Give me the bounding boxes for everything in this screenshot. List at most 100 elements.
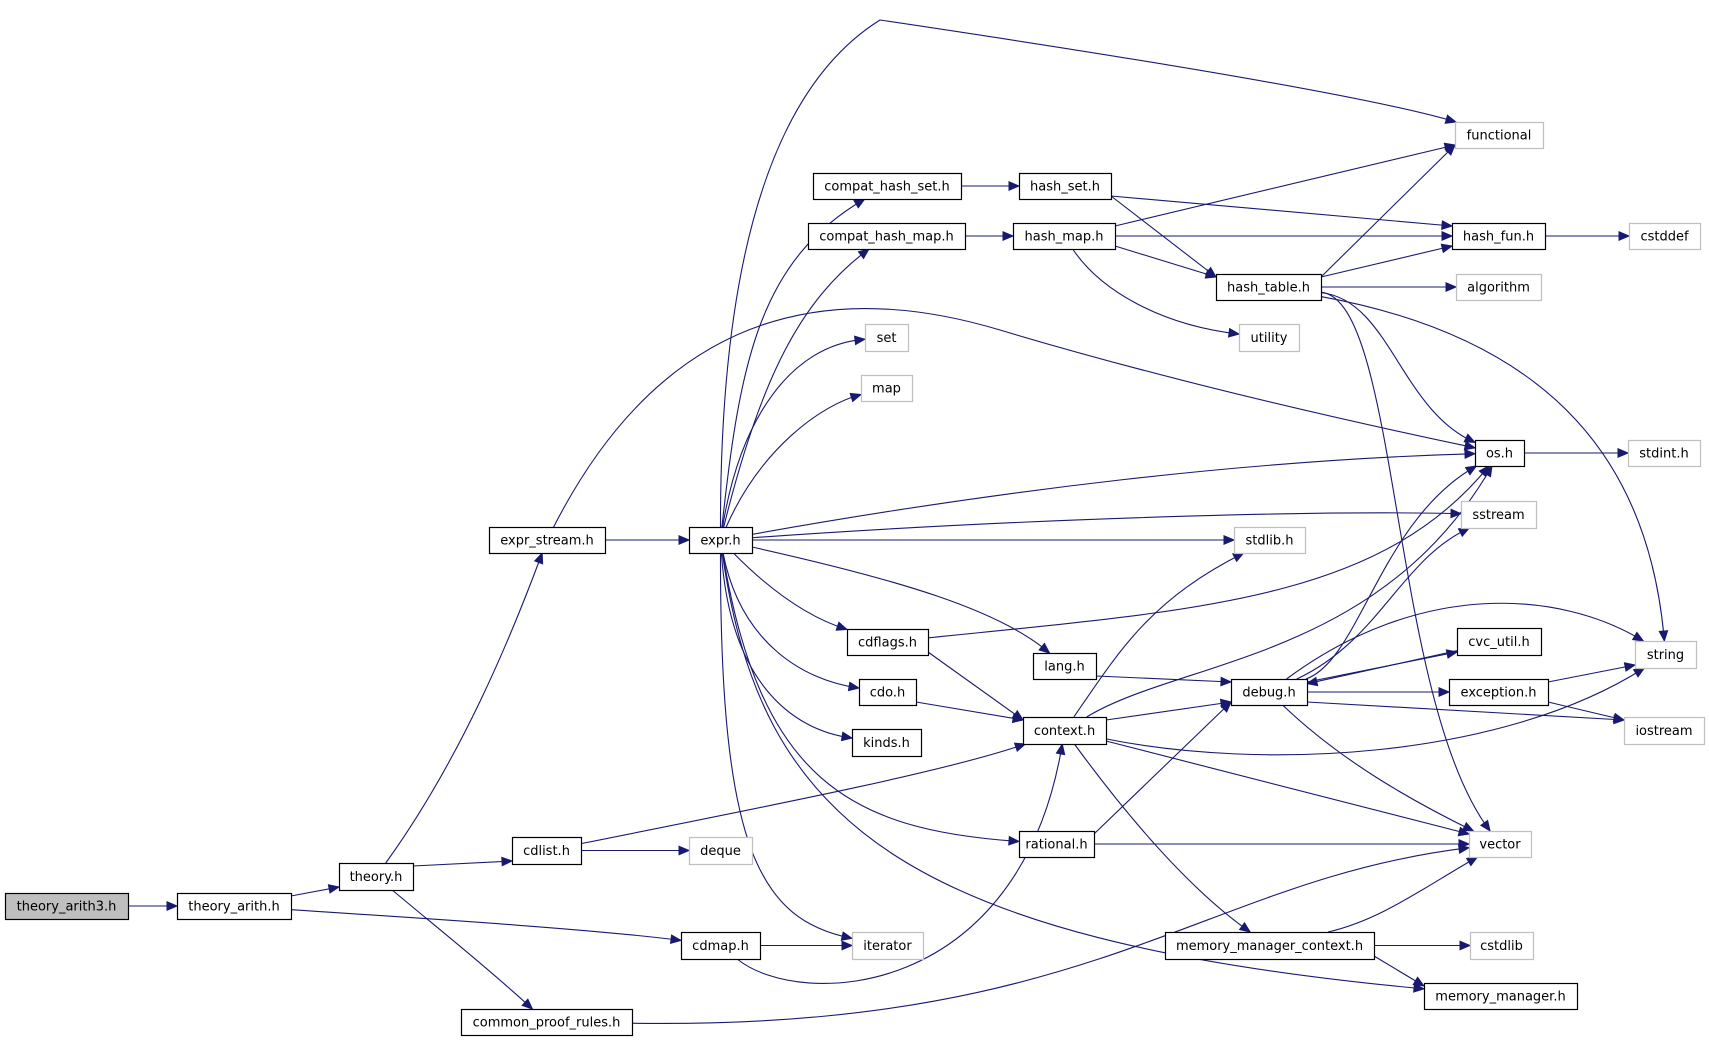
edge-hash-map-to-functional	[1114, 142, 1457, 227]
arrowhead-icon	[1204, 269, 1218, 279]
arrowhead-icon	[857, 248, 870, 260]
node-box	[1455, 273, 1543, 302]
node-box	[176, 892, 293, 921]
node-cvc-util[interactable]: cvc_util.h	[1456, 627, 1543, 657]
node-kinds[interactable]: kinds.h	[851, 728, 923, 758]
node-label: functional	[1467, 129, 1532, 144]
node-exception[interactable]: exception.h	[1448, 678, 1550, 707]
edge-line	[722, 338, 866, 528]
node-label: expr.h	[700, 534, 740, 549]
node-box	[1628, 222, 1702, 251]
node-box	[807, 222, 967, 251]
node-compat-hash-set[interactable]: compat_hash_set.h	[812, 172, 963, 201]
edge-expr-to-cdo	[722, 552, 861, 692]
node-cdlist[interactable]: cdlist.h	[511, 836, 583, 866]
node-box	[1469, 931, 1535, 961]
edge-expr-to-stdlib	[752, 535, 1236, 545]
node-box	[864, 323, 910, 353]
arrowhead-icon	[1457, 527, 1471, 538]
arrowhead-icon	[1238, 921, 1252, 933]
edge-hash-map-to-utility	[1072, 248, 1241, 338]
node-map: map	[860, 374, 914, 403]
node-box	[1230, 678, 1309, 707]
edge-cdlist-to-context	[580, 742, 1027, 845]
edge-expr-to-lang	[751, 546, 1051, 654]
arrowhead-icon	[678, 845, 691, 856]
edge-theory-arith-to-cdmap	[290, 909, 683, 945]
arrowhead-icon	[1038, 642, 1051, 654]
arrowhead-icon	[1612, 712, 1626, 723]
arrowhead-icon	[166, 901, 179, 911]
arrowhead-icon	[1465, 856, 1479, 867]
edge-os-to-stdint	[1524, 448, 1630, 458]
node-debug[interactable]: debug.h	[1230, 678, 1309, 707]
arrowhead-icon	[1441, 231, 1454, 241]
node-theory-arith[interactable]: theory_arith.h	[176, 892, 293, 921]
node-label: exception.h	[1461, 686, 1537, 701]
node-cdflags[interactable]: cdflags.h	[846, 628, 930, 657]
node-memory-manager-context[interactable]: memory_manager_context.h	[1164, 931, 1376, 961]
edge-line	[1086, 465, 1493, 718]
node-rational[interactable]: rational.h	[1018, 830, 1096, 859]
edge-cdmap-to-iterator	[760, 940, 854, 951]
edge-line	[1320, 144, 1456, 278]
edge-expr-to-os	[751, 449, 1477, 535]
edge-line	[1073, 743, 1251, 933]
edges-layer	[128, 19, 1669, 1024]
arrowhead-icon	[1632, 667, 1646, 678]
arrowhead-icon	[1440, 243, 1454, 254]
edge-memory-manager-context-to-vector	[1327, 856, 1479, 933]
arrowhead-icon	[1227, 327, 1241, 338]
node-box	[1018, 172, 1113, 201]
node-theory-arith3[interactable]: theory_arith3.h	[4, 892, 130, 921]
node-common-proof-rules[interactable]: common_proof_rules.h	[460, 1008, 634, 1037]
node-hash-fun[interactable]: hash_fun.h	[1451, 222, 1547, 251]
arrowhead-icon	[1220, 676, 1233, 687]
edge-hash-set-to-hash-fun	[1110, 195, 1454, 231]
node-box	[1460, 500, 1538, 530]
edge-line	[1114, 144, 1456, 227]
edge-line	[1105, 701, 1232, 721]
edge-line	[290, 909, 682, 941]
node-hash-set[interactable]: hash_set.h	[1018, 172, 1113, 201]
node-hash-map[interactable]: hash_map.h	[1012, 222, 1117, 251]
edge-line	[1320, 245, 1453, 278]
edge-hash-map-to-hash-fun	[1115, 231, 1454, 241]
arrowhead-icon	[1412, 976, 1426, 987]
edge-context-to-string	[1105, 667, 1646, 756]
node-label: hash_set.h	[1030, 180, 1100, 195]
arrowhead-icon	[1617, 448, 1630, 458]
node-iostream: iostream	[1623, 716, 1706, 746]
node-hash-table[interactable]: hash_table.h	[1215, 273, 1323, 302]
node-box	[1634, 640, 1698, 670]
edge-theory-arith-to-theory	[290, 884, 341, 897]
arrowhead-icon	[1450, 508, 1463, 519]
arrowhead-icon	[533, 551, 544, 565]
node-theory[interactable]: theory.h	[338, 862, 415, 892]
node-compat-hash-map[interactable]: compat_hash_map.h	[807, 222, 967, 251]
node-box	[1623, 716, 1706, 746]
node-sstream: sstream	[1460, 500, 1538, 530]
edge-expr-to-sstream	[751, 508, 1463, 539]
node-memory-manager[interactable]: memory_manager.h	[1423, 982, 1579, 1011]
edge-memory-manager-context-to-memory-manager	[1373, 955, 1426, 987]
node-box	[1451, 222, 1547, 251]
node-context[interactable]: context.h	[1022, 716, 1108, 746]
node-expr[interactable]: expr.h	[688, 526, 754, 555]
node-cdo[interactable]: cdo.h	[858, 678, 918, 707]
node-cdmap[interactable]: cdmap.h	[680, 931, 762, 961]
node-box	[846, 628, 930, 657]
node-label: iterator	[863, 939, 912, 954]
nodes-layer: theory_arith3.h theory_arith.h theory.h exp…	[4, 121, 1706, 1037]
node-label: context.h	[1034, 724, 1095, 739]
node-lang[interactable]: lang.h	[1032, 652, 1098, 681]
edge-theory-to-common-proof-rules	[391, 889, 534, 1010]
node-label: compat_hash_map.h	[819, 230, 954, 245]
edge-cdo-to-context	[915, 701, 1025, 724]
node-os[interactable]: os.h	[1474, 439, 1526, 468]
arrowhead-icon	[1459, 940, 1472, 951]
edge-line	[1320, 291, 1491, 832]
node-expr-stream[interactable]: expr_stream.h	[488, 526, 607, 555]
arrowhead-icon	[1055, 742, 1066, 756]
